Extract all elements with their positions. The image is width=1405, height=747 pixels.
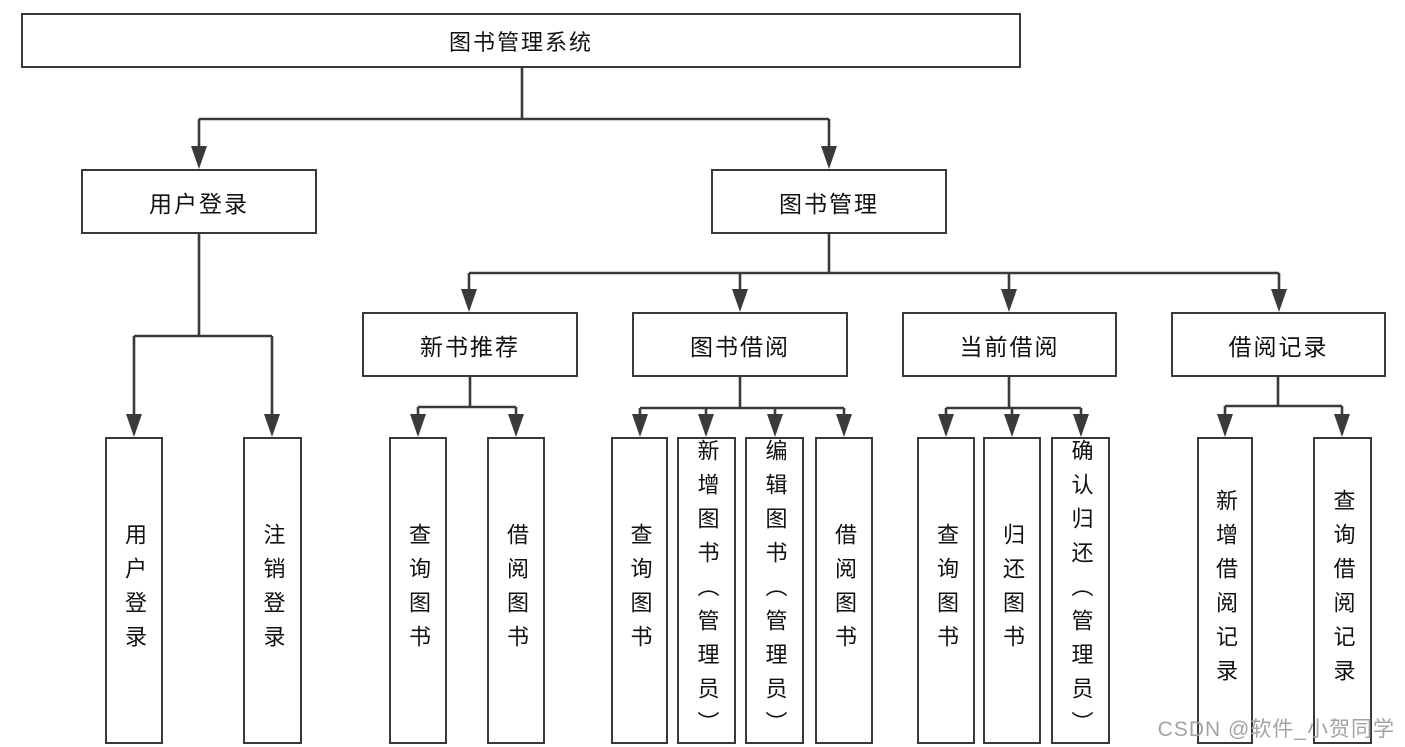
leaf-query-books-borrow: 查询图书 (611, 437, 668, 744)
leaf-query-borrow-record: 查询借阅记录 (1313, 437, 1372, 744)
node-library-management-system: 图书管理系统 (21, 13, 1021, 68)
leaf-borrow-books: 借阅图书 (815, 437, 873, 744)
leaf-confirm-return-admin: 确认归还（管理员） (1051, 437, 1110, 745)
leaf-borrow-books-recommend: 借阅图书 (487, 437, 545, 744)
node-user-login: 用户登录 (81, 169, 317, 234)
leaf-return-book: 归还图书 (983, 437, 1041, 744)
node-current-borrowing: 当前借阅 (902, 312, 1117, 377)
node-new-book-recommendation: 新书推荐 (362, 312, 578, 377)
leaf-query-books-recommend: 查询图书 (389, 437, 447, 744)
leaf-query-books-current: 查询图书 (917, 437, 975, 744)
leaf-logout: 注销登录 (243, 437, 302, 744)
node-book-management: 图书管理 (711, 169, 947, 234)
node-borrowing-records: 借阅记录 (1171, 312, 1386, 377)
leaf-add-borrow-record: 新增借阅记录 (1197, 437, 1253, 744)
node-book-borrowing: 图书借阅 (632, 312, 848, 377)
leaf-add-book-admin: 新增图书（管理员） (677, 437, 736, 745)
leaf-edit-book-admin: 编辑图书（管理员） (745, 437, 804, 745)
leaf-user-login: 用户登录 (105, 437, 163, 744)
csdn-watermark: CSDN @软件_小贺同学 (1157, 718, 1395, 741)
